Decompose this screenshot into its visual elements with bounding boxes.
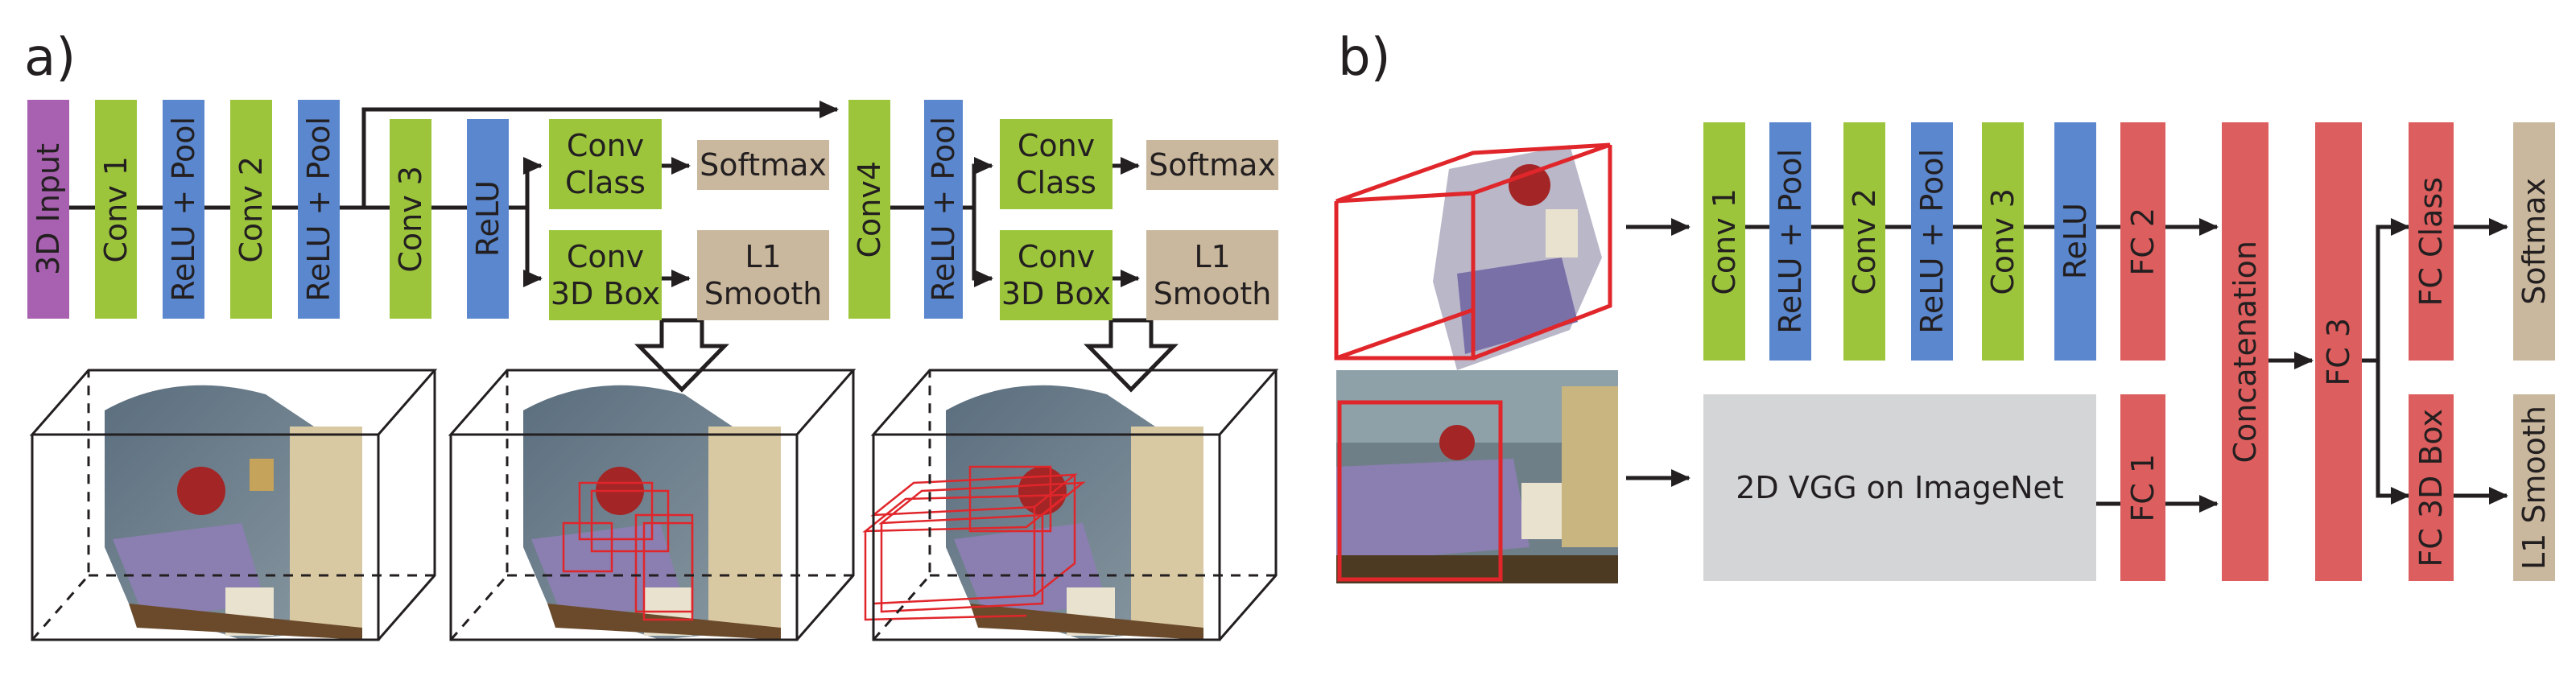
panel-b-label: b) <box>1338 28 1391 88</box>
block-relu-a: ReLU <box>467 119 509 319</box>
block-relu-pool2-a: ReLU + Pool <box>298 100 340 319</box>
down-arrow-1 <box>634 318 729 393</box>
block-relu-pool1-b: ReLU + Pool <box>1769 122 1811 361</box>
scene-detections <box>862 369 1279 641</box>
down-arrow-2 <box>1084 318 1179 393</box>
block-fc1: FC 1 <box>2120 394 2165 581</box>
block-l1-smooth-b: L1 Smooth <box>2513 394 2555 581</box>
scene-proposals <box>448 369 857 641</box>
block-fc3: FC 3 <box>2315 122 2362 581</box>
block-concatenation: Concatenation <box>2222 122 2268 581</box>
block-conv4: Conv4 <box>848 100 890 319</box>
scene-input <box>29 369 438 641</box>
block-conv2-b: Conv 2 <box>1843 122 1885 361</box>
block-conv-class-2: Conv Class <box>1000 119 1113 209</box>
scene-illustrations <box>29 369 1279 641</box>
block-3d-input: 3D Input <box>27 100 69 319</box>
block-fc2: FC 2 <box>2120 122 2165 361</box>
block-l1-smooth-1: L1 Smooth <box>697 230 829 320</box>
block-conv-3d-box-2: Conv 3D Box <box>1000 230 1113 320</box>
block-2d-vgg: 2D VGG on ImageNet <box>1703 394 2096 581</box>
block-fc-class: FC Class <box>2409 122 2454 361</box>
block-l1-smooth-2: L1 Smooth <box>1146 230 1278 320</box>
block-conv-class-1: Conv Class <box>549 119 662 209</box>
panel-a-label: a) <box>24 28 76 88</box>
block-conv1-a: Conv 1 <box>95 100 137 319</box>
input-images <box>1334 142 1618 583</box>
block-relu-b: ReLU <box>2054 122 2096 361</box>
skip-connection-arrow <box>361 101 839 208</box>
block-softmax-1: Softmax <box>697 140 829 190</box>
photo-2d <box>1336 370 1618 583</box>
block-conv-3d-box-1: Conv 3D Box <box>549 230 662 320</box>
block-relu-pool1-a: ReLU + Pool <box>163 100 204 319</box>
block-conv2-a: Conv 2 <box>230 100 272 319</box>
block-softmax-b: Softmax <box>2513 122 2555 361</box>
block-fc-3d-box: FC 3D Box <box>2409 394 2454 581</box>
block-conv3-b: Conv 3 <box>1982 122 2024 361</box>
point-cloud-3d <box>1334 142 1612 370</box>
block-relu-pool2-b: ReLU + Pool <box>1911 122 1953 361</box>
block-conv3-a: Conv 3 <box>390 119 431 319</box>
block-softmax-2: Softmax <box>1146 140 1278 190</box>
block-relu-pool3-a: ReLU + Pool <box>924 100 963 319</box>
block-conv1-b: Conv 1 <box>1703 122 1745 361</box>
